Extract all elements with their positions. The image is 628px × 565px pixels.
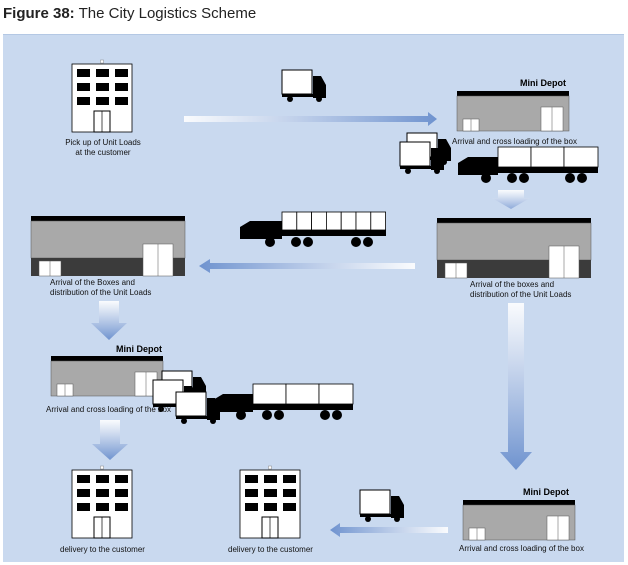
caption-arrival-right-line2: distribution of the Unit Loads <box>470 290 572 299</box>
flow-arrow-to-mini-depot <box>184 112 437 126</box>
customer-building-delivery-right <box>239 465 301 539</box>
caption-arrival-cross-middle: Arrival and cross loading of the box <box>46 405 171 414</box>
flow-arrow-to-left-depot <box>199 259 415 273</box>
caption-pickup: Pick up of Unit Loads at the customer <box>48 138 158 158</box>
mini-depot-label-middle: Mini Depot <box>116 344 162 354</box>
caption-pickup-line1: Pick up of Unit Loads <box>65 138 141 147</box>
caption-arrival-left-line1: Arrival of the Boxes and <box>50 278 135 287</box>
mini-depot-label-top: Mini Depot <box>520 78 566 88</box>
caption-arrival-cross-bottom: Arrival and cross loading of the box <box>459 544 584 553</box>
customer-building-delivery-left <box>71 465 133 539</box>
figure-header: Figure 38: The City Logistics Scheme <box>0 0 628 34</box>
big-truck-lower <box>212 383 354 421</box>
small-truck-bottom <box>359 489 405 523</box>
figure-title: Figure 38: The City Logistics Scheme <box>3 5 256 22</box>
caption-delivery-right: delivery to the customer <box>228 545 313 554</box>
mini-depot-label-bottom: Mini Depot <box>523 487 569 497</box>
depot-left <box>30 215 186 277</box>
flow-arrow-long-down <box>500 303 532 470</box>
mini-depot-middle <box>50 355 164 397</box>
big-truck-middle <box>239 211 387 248</box>
depot-right <box>436 217 592 279</box>
flow-arrow-to-right-depot <box>492 190 530 209</box>
flow-arrow-to-delivery-left <box>92 420 128 460</box>
figure-label: Figure 38: <box>3 5 75 22</box>
small-truck-top <box>281 69 327 103</box>
caption-arrival-left-line2: distribution of the Unit Loads <box>50 288 152 297</box>
figure-title-text: The City Logistics Scheme <box>78 5 257 22</box>
caption-arrival-left: Arrival of the Boxes and distribution of… <box>50 278 168 298</box>
customer-building-pickup <box>71 59 133 133</box>
flow-arrow-to-second-mini-depot <box>91 301 127 340</box>
flow-arrow-to-delivery-right <box>330 523 448 537</box>
mini-depot-top <box>456 90 570 132</box>
mini-depot-bottom <box>462 499 576 541</box>
caption-delivery-left: delivery to the customer <box>60 545 145 554</box>
caption-pickup-line2: at the customer <box>75 148 131 157</box>
big-truck-top-depot <box>457 146 599 184</box>
caption-arrival-cross-top: Arrival and cross loading of the box <box>452 137 577 146</box>
caption-arrival-right: Arrival of the boxes and distribution of… <box>470 280 588 300</box>
caption-arrival-right-line1: Arrival of the boxes and <box>470 280 555 289</box>
